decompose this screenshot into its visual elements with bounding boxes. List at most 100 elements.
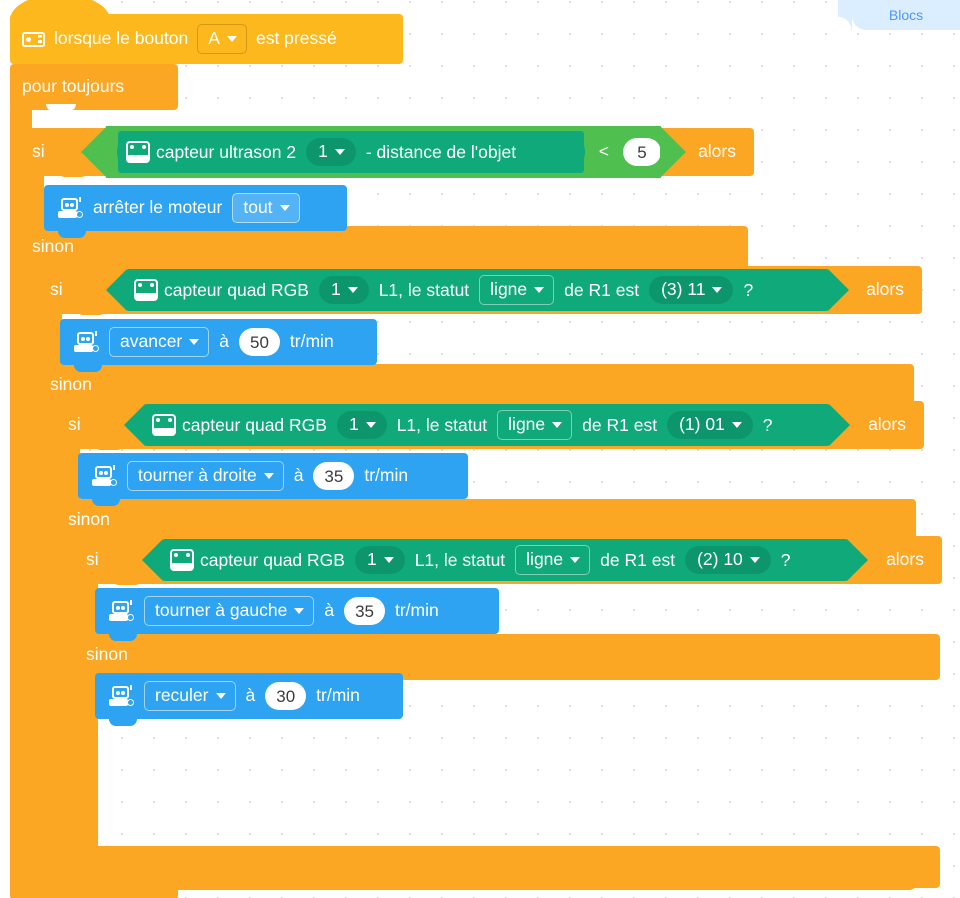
quadrgb-tail-label-10: de R1 est bbox=[600, 549, 676, 570]
stop-motor-label: arrêter le moteur bbox=[93, 197, 223, 218]
quadrgb-status-dropdown-11[interactable]: (3) 11 bbox=[649, 275, 734, 305]
turn-left-unit: tr/min bbox=[394, 600, 439, 621]
turn-left-at-label: à bbox=[324, 600, 335, 621]
quadrgb-status-dropdown-10[interactable]: (2) 10 bbox=[685, 545, 771, 575]
if3-then-keyword: alors bbox=[868, 414, 906, 435]
chevron-down-icon bbox=[189, 338, 200, 345]
if1-spine bbox=[22, 170, 44, 848]
move-backward-block[interactable]: reculer à 30 tr/min bbox=[95, 673, 403, 726]
forever-header[interactable]: pour toujours bbox=[10, 64, 178, 110]
move-forward-unit: tr/min bbox=[289, 331, 334, 352]
button-select-dropdown[interactable]: A bbox=[197, 23, 247, 55]
move-forward-direction-dropdown[interactable]: avancer bbox=[109, 326, 210, 358]
quadrgb-port-dropdown-10[interactable]: 1 bbox=[354, 545, 405, 575]
turn-right-speed-input[interactable]: 35 bbox=[313, 462, 355, 490]
chevron-down-icon bbox=[347, 286, 358, 293]
stop-motor-block[interactable]: arrêter le moteur tout bbox=[44, 185, 347, 238]
turn-left-direction-dropdown[interactable]: tourner à gauche bbox=[144, 595, 315, 627]
chevron-down-icon bbox=[731, 421, 742, 428]
if4-else-arm[interactable]: sinon bbox=[76, 634, 940, 680]
turn-left-block[interactable]: tourner à gauche à 35 tr/min bbox=[95, 588, 499, 641]
quadrgb-label-01: capteur quad RGB bbox=[182, 414, 327, 435]
quadrgb-mode-dropdown-01[interactable]: ligne bbox=[497, 409, 573, 441]
move-backward-direction-value: reculer bbox=[155, 684, 209, 705]
chevron-down-icon bbox=[279, 204, 290, 211]
quadrgb-sensor-block-11[interactable]: capteur quad RGB 1 L1, le statut ligne d… bbox=[126, 269, 829, 311]
quadrgb-mode-dropdown-10[interactable]: ligne bbox=[515, 544, 591, 576]
if1-else-keyword: sinon bbox=[32, 236, 74, 256]
move-backward-unit: tr/min bbox=[316, 685, 360, 706]
chevron-down-icon bbox=[570, 556, 581, 563]
chevron-down-icon bbox=[226, 35, 237, 42]
forever-block[interactable]: pour toujours bbox=[10, 64, 178, 898]
quadrgb-tail-label-01: de R1 est bbox=[582, 414, 658, 435]
motor-icon bbox=[72, 331, 99, 352]
if2-then-keyword: alors bbox=[866, 279, 904, 300]
if2-spine bbox=[40, 308, 62, 850]
move-backward-at-label: à bbox=[245, 685, 256, 706]
quadrgb-tail-label-11: de R1 est bbox=[564, 279, 640, 300]
quadrgb-status-value-11: (3) 11 bbox=[661, 278, 706, 299]
quadrgb-question-01: ? bbox=[762, 414, 773, 435]
turn-left-direction-value: tourner à gauche bbox=[155, 599, 288, 620]
quadrgb-port-value-01: 1 bbox=[348, 413, 359, 434]
move-backward-direction-dropdown[interactable]: reculer bbox=[144, 680, 236, 712]
quadrgb-status-value-01: (1) 01 bbox=[679, 413, 725, 434]
move-forward-direction-value: avancer bbox=[120, 330, 183, 351]
motor-icon bbox=[90, 465, 117, 486]
chevron-down-icon bbox=[534, 286, 545, 293]
motor-icon bbox=[107, 685, 134, 706]
if2-keyword: si bbox=[50, 279, 63, 300]
if4-else-keyword: sinon bbox=[86, 644, 128, 664]
quadrgb-mid-label-10: L1, le statut bbox=[414, 549, 506, 570]
if3-else-keyword: sinon bbox=[68, 509, 110, 529]
threshold-input[interactable]: 5 bbox=[623, 138, 661, 166]
tab-blocs[interactable]: Blocs bbox=[838, 0, 960, 30]
if4-then-keyword: alors bbox=[886, 549, 924, 570]
hat-suffix-label: est pressé bbox=[255, 28, 337, 49]
quadrgb-sensor-block-01[interactable]: capteur quad RGB 1 L1, le statut ligne d… bbox=[144, 404, 830, 446]
quadrgb-status-dropdown-01[interactable]: (1) 01 bbox=[667, 410, 753, 440]
operator-symbol: < bbox=[598, 141, 609, 162]
robot-sensor-icon bbox=[126, 141, 150, 163]
ultrasound-label: capteur ultrason 2 bbox=[156, 141, 297, 162]
ultrasound-port-value: 1 bbox=[318, 140, 328, 161]
chevron-down-icon bbox=[552, 421, 563, 428]
chevron-down-icon bbox=[712, 286, 723, 293]
ultrasound-sensor-block[interactable]: capteur ultrason 2 1 - distance de l'obj… bbox=[117, 131, 585, 173]
robot-sensor-icon bbox=[152, 414, 176, 436]
chevron-down-icon bbox=[263, 472, 274, 479]
quadrgb-mode-dropdown-11[interactable]: ligne bbox=[479, 274, 555, 306]
chevron-down-icon bbox=[365, 421, 376, 428]
turn-right-direction-dropdown[interactable]: tourner à droite bbox=[127, 460, 284, 492]
quadrgb-port-dropdown-01[interactable]: 1 bbox=[336, 410, 387, 440]
turn-left-speed-input[interactable]: 35 bbox=[344, 597, 385, 625]
quadrgb-mode-value-11: ligne bbox=[490, 278, 528, 299]
quadrgb-port-dropdown-11[interactable]: 1 bbox=[318, 275, 369, 305]
if1-keyword: si bbox=[32, 141, 45, 162]
robot-sensor-icon bbox=[170, 549, 194, 571]
quadrgb-sensor-block-10[interactable]: capteur quad RGB 1 L1, le statut ligne d… bbox=[162, 539, 848, 581]
if1-else-arm[interactable]: sinon bbox=[22, 226, 748, 272]
chevron-down-icon bbox=[294, 607, 305, 614]
quadrgb-status-value-10: (2) 10 bbox=[697, 548, 743, 569]
quadrgb-label-10: capteur quad RGB bbox=[200, 549, 345, 570]
move-forward-block[interactable]: avancer à 50 tr/min bbox=[60, 319, 377, 372]
quadrgb-port-value-11: 1 bbox=[330, 278, 341, 299]
move-backward-speed-input[interactable]: 30 bbox=[265, 682, 307, 710]
move-forward-speed-input[interactable]: 50 bbox=[239, 328, 280, 356]
turn-right-block[interactable]: tourner à droite à 35 tr/min bbox=[78, 453, 468, 506]
chevron-down-icon bbox=[334, 148, 345, 155]
ultrasound-port-dropdown[interactable]: 1 bbox=[306, 137, 356, 167]
stop-motor-target-dropdown[interactable]: tout bbox=[232, 192, 300, 224]
quadrgb-label-11: capteur quad RGB bbox=[164, 279, 309, 300]
if1-then-keyword: alors bbox=[698, 141, 736, 162]
controller-board-icon bbox=[22, 31, 45, 47]
ultrasound-suffix: - distance de l'objet bbox=[365, 141, 517, 162]
turn-right-direction-value: tourner à droite bbox=[138, 464, 257, 485]
if2-else-keyword: sinon bbox=[50, 374, 92, 394]
motor-icon bbox=[56, 197, 83, 218]
quadrgb-mid-label-01: L1, le statut bbox=[396, 414, 488, 435]
hat-block-when-button-pressed[interactable]: lorsque le bouton A est pressé bbox=[10, 0, 403, 64]
